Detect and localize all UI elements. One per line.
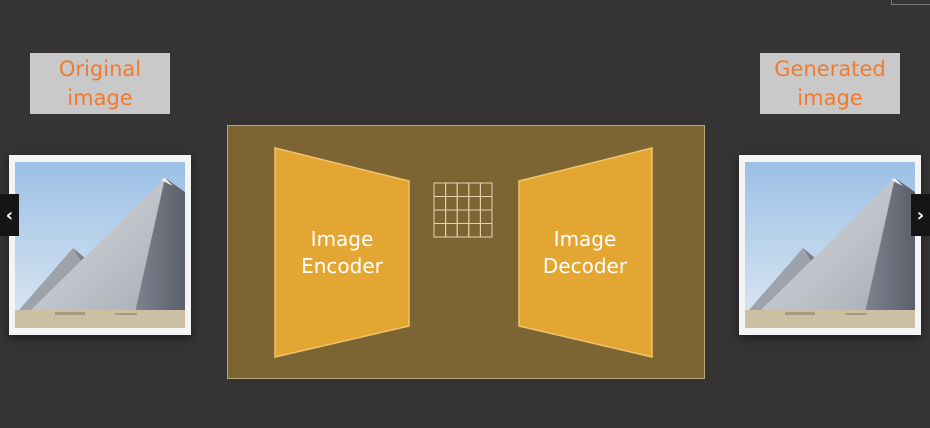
- original-image-photo: [9, 155, 191, 335]
- latent-cell: [468, 209, 481, 224]
- latent-cell: [445, 209, 458, 224]
- latent-cell: [479, 223, 493, 238]
- image-decoder-block: [518, 147, 653, 358]
- pyramid-photo: [15, 162, 185, 328]
- autoencoder-panel: Image Encoder Image Decoder: [227, 125, 705, 379]
- generated-image-label: Generated image: [760, 53, 900, 114]
- latent-cell: [468, 182, 481, 197]
- latent-cell: [468, 196, 481, 211]
- latent-cell: [456, 223, 470, 238]
- next-slide-button[interactable]: ›: [911, 194, 930, 236]
- latent-cell: [433, 196, 447, 211]
- latent-cell: [445, 182, 458, 197]
- latent-cell: [433, 182, 447, 197]
- generated-label-line2: image: [797, 85, 863, 110]
- latent-cell: [479, 182, 493, 197]
- latent-cell: [433, 209, 447, 224]
- latent-cell: [479, 209, 493, 224]
- decoder-label-line1: Image: [554, 227, 617, 251]
- image-encoder-block: [274, 147, 410, 358]
- latent-cell: [445, 196, 458, 211]
- chevron-right-icon: ›: [916, 204, 925, 226]
- original-image-label: Original image: [30, 53, 170, 114]
- latent-cell: [433, 223, 447, 238]
- corner-mark: [891, 0, 930, 5]
- original-label-line1: Original: [58, 56, 142, 81]
- generated-label-line1: Generated: [774, 56, 886, 81]
- latent-cell: [445, 223, 458, 238]
- encoder-label-line1: Image: [311, 227, 374, 251]
- chevron-left-icon: ‹: [5, 204, 14, 226]
- latent-cell: [468, 223, 481, 238]
- original-label-line2: image: [67, 85, 133, 110]
- latent-cell: [456, 196, 470, 211]
- encoder-label-line2: Encoder: [301, 254, 384, 278]
- pyramid-photo-generated: [745, 162, 915, 328]
- autoencoder-diagram: Image Encoder Image Decoder: [274, 147, 653, 358]
- latent-cell: [479, 196, 493, 211]
- generated-image-photo: [739, 155, 921, 335]
- latent-grid: [433, 182, 493, 238]
- decoder-label-line2: Decoder: [543, 254, 628, 278]
- latent-cell: [456, 182, 470, 197]
- latent-cell: [456, 209, 470, 224]
- prev-slide-button[interactable]: ‹: [0, 194, 19, 236]
